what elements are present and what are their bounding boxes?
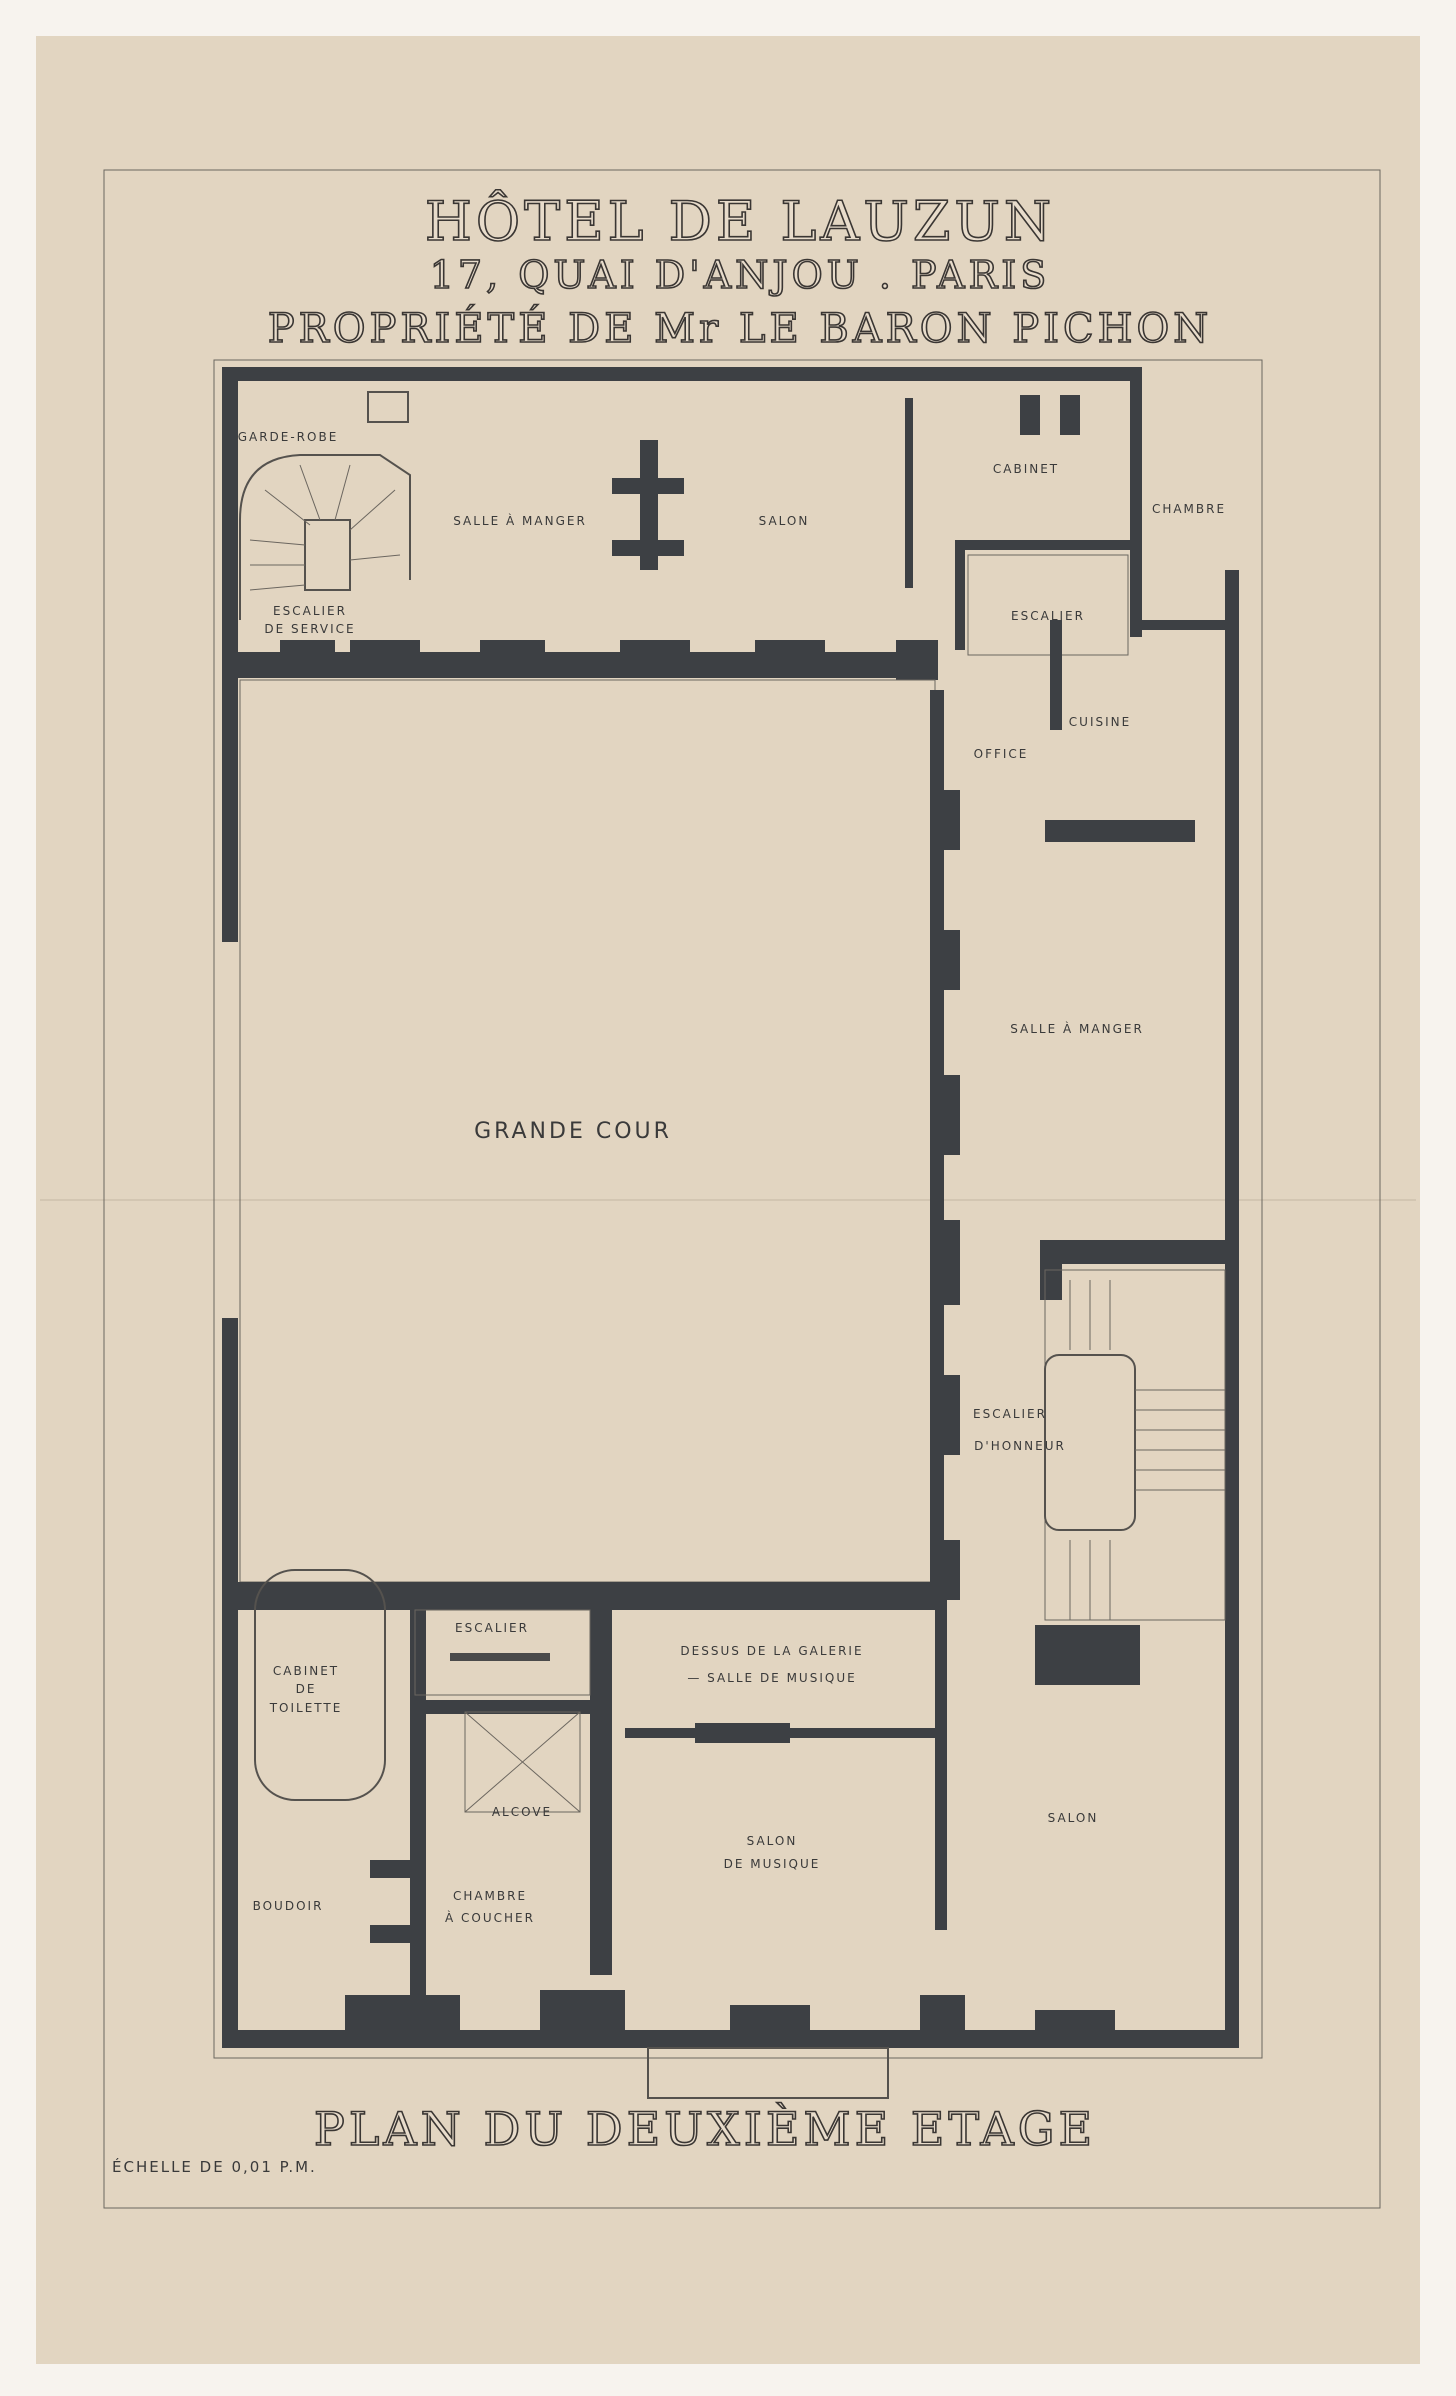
bottom-stair [414,1609,591,1696]
label-alcove: ALCOVE [492,1805,552,1819]
courtyard-east-wall [930,690,960,1600]
small-stair [967,554,1129,656]
balcony [647,2047,889,2099]
label-cabinet-toilette-2: DE [296,1682,317,1696]
label-boudoir: BOUDOIR [253,1899,324,1913]
plan-title: PLAN DU DEUXIÈME ETAGE [314,2101,1096,2156]
right-wing-walls [1035,620,1230,1685]
label-grande-cour: GRANDE COUR [474,1119,672,1144]
service-stair [239,454,411,620]
title-line-1: HÔTEL DE LAUZUN [425,189,1055,253]
label-escalier-service-2: DE SERVICE [264,622,355,636]
label-escalier-honneur: ESCALIER [973,1407,1047,1421]
label-cuisine: CUISINE [1069,715,1131,729]
label-escalier-small: ESCALIER [1011,609,1085,623]
label-chambre-coucher: CHAMBRE [453,1889,527,1903]
label-salon-bottom: SALON [747,1834,798,1848]
label-escalier-service: ESCALIER [273,604,347,618]
shaft [367,391,409,423]
label-cabinet-toilette: CABINET [273,1664,339,1678]
outer-walls [222,367,1239,2048]
label-salon-top: SALON [759,514,810,528]
label-garde-robe: GARDE-ROBE [238,430,339,444]
top-wing-walls [238,395,1135,680]
label-chambre: CHAMBRE [1152,502,1226,516]
title-line-3: PROPRIÉTÉ DE Mr LE BARON PICHON [268,305,1213,352]
label-cabinet: CABINET [993,462,1059,476]
lightwell [464,1711,581,1813]
label-office: OFFICE [974,747,1029,761]
label-escalier-bottom: ESCALIER [455,1621,529,1635]
bottom-piers [345,1990,1115,2035]
label-salle-musique: DESSUS DE LA GALERIE [680,1644,863,1658]
label-escalier-honneur-2: D'HONNEUR [974,1439,1066,1453]
label-cabinet-toilette-3: TOILETTE [269,1701,343,1715]
label-salle-a-manger-right: SALLE À MANGER [1010,1021,1144,1036]
label-salon-bottom-2: DE MUSIQUE [724,1857,821,1871]
label-salle-a-manger: SALLE À MANGER [453,513,587,528]
room-labels: SALLE À MANGER SALON ESCALIER DE SERVICE… [238,430,1226,1925]
toilette-room [254,1569,386,1801]
border-frame [103,169,1381,2209]
scale-note: ÉCHELLE DE 0,01 P.M. [112,2157,317,2176]
site-outline [213,359,1263,2059]
bottom-wing-walls [238,1582,947,2030]
title-line-2: 17, QUAI D'ANJOU . PARIS [430,253,1051,297]
label-salon-right: SALON [1048,1811,1099,1825]
label-chambre-coucher-2: À COUCHER [445,1910,535,1925]
label-salle-musique-2: — SALLE DE MUSIQUE [687,1671,856,1685]
